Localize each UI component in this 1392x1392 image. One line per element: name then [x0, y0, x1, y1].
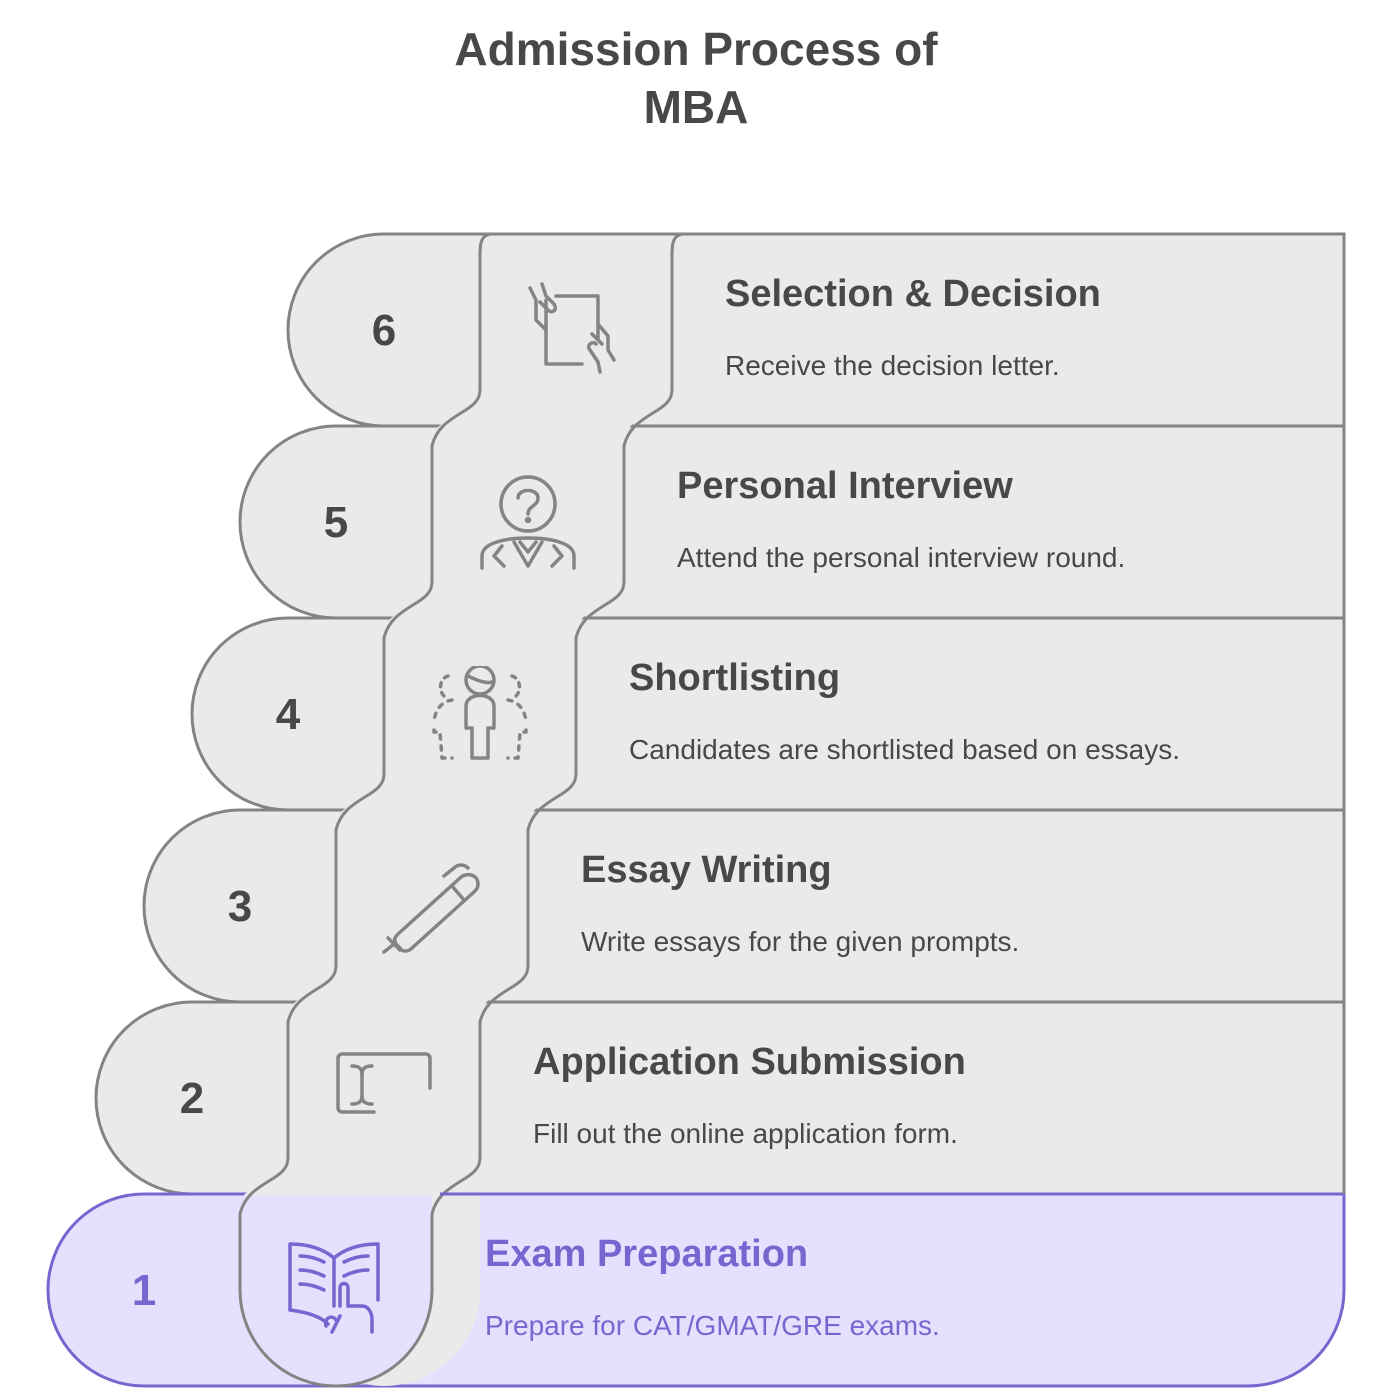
step-6-shape — [286, 232, 1346, 428]
hands-holding-document-icon — [528, 282, 616, 374]
selected-person-group-icon — [432, 666, 528, 760]
title-line-1: Admission Process of — [454, 23, 938, 75]
pen-icon — [382, 863, 480, 954]
step-2-number: 2 — [179, 1074, 205, 1123]
step-4-shape — [190, 616, 1346, 812]
step-6-number: 6 — [371, 306, 397, 355]
icon-column-left-edge — [238, 232, 491, 1388]
step-4-title: Shortlisting — [629, 657, 841, 699]
step-2-shape — [94, 1000, 1346, 1196]
step-5-shape — [238, 424, 1346, 620]
icon-column-fill-active — [240, 1196, 432, 1386]
step-3-number: 3 — [227, 882, 253, 931]
interviewee-question-icon — [480, 475, 576, 570]
text-input-field-icon — [336, 1052, 432, 1114]
step-2-title: Application Submission — [533, 1041, 966, 1083]
step-1-title: Exam Preparation — [485, 1233, 809, 1275]
step-3-description: Write essays for the given prompts. — [581, 926, 1020, 957]
step-1-description: Prepare for CAT/GMAT/GRE exams. — [485, 1310, 940, 1341]
step-3-shape — [142, 808, 1346, 1004]
step-2-description: Fill out the online application form. — [533, 1118, 958, 1149]
step-6-description: Receive the decision letter. — [725, 350, 1060, 381]
step-5-number: 5 — [323, 498, 349, 547]
step-5-description: Attend the personal interview round. — [677, 542, 1126, 573]
step-1-number: 1 — [131, 1266, 157, 1315]
step-4-description: Candidates are shortlisted based on essa… — [629, 734, 1180, 765]
diagram-title: Admission Process of MBA — [0, 20, 1392, 136]
step-6-title: Selection & Decision — [725, 273, 1101, 315]
step-3-title: Essay Writing — [581, 849, 832, 891]
step-5-title: Personal Interview — [677, 465, 1013, 507]
title-line-2: MBA — [643, 81, 749, 133]
icon-column-fill — [240, 236, 672, 1386]
step-4-number: 4 — [275, 690, 301, 739]
open-book-reading-icon — [288, 1242, 380, 1334]
icon-column-right-edge — [430, 232, 683, 1215]
